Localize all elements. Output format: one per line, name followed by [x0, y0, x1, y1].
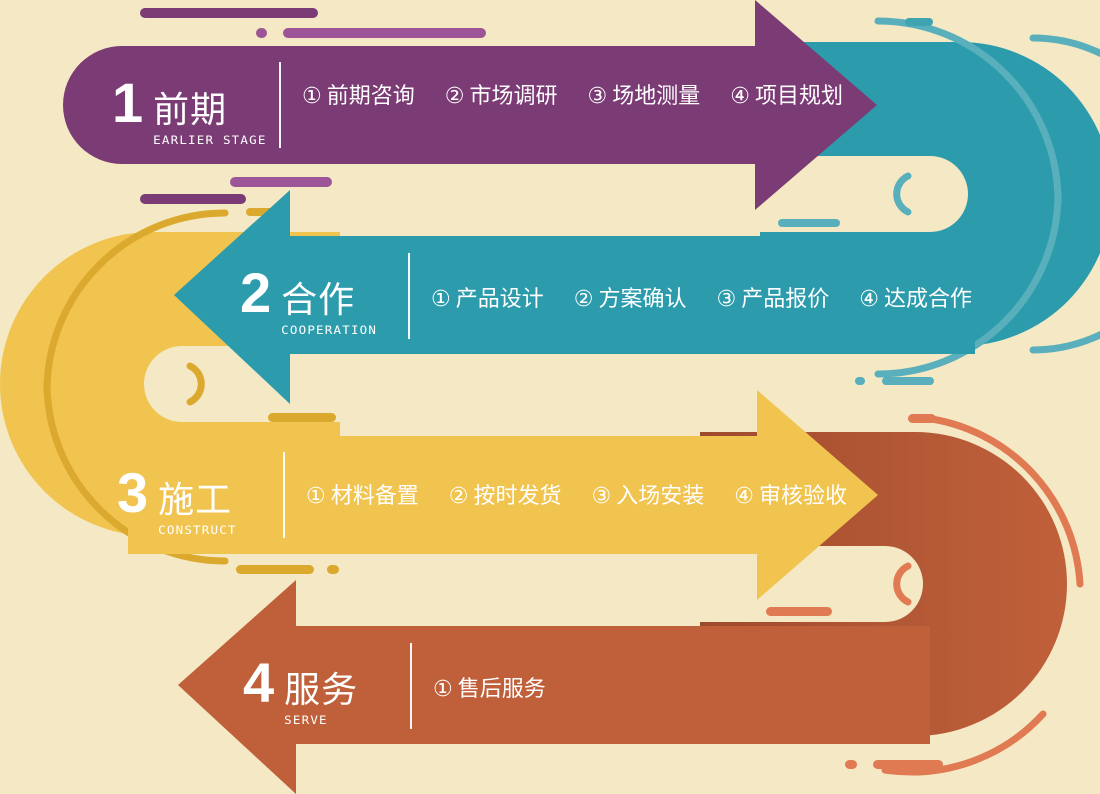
decor-dashes-purple — [140, 8, 486, 204]
stage-divider-2 — [408, 253, 410, 339]
stage-bar-1 — [63, 0, 877, 210]
stage-divider-4 — [410, 643, 412, 729]
stage-divider-3 — [283, 452, 285, 538]
stage-divider-1 — [279, 62, 281, 148]
stage-bar-4 — [178, 580, 930, 794]
stage-bar-3 — [128, 390, 878, 600]
stage-bar-2 — [174, 190, 975, 404]
